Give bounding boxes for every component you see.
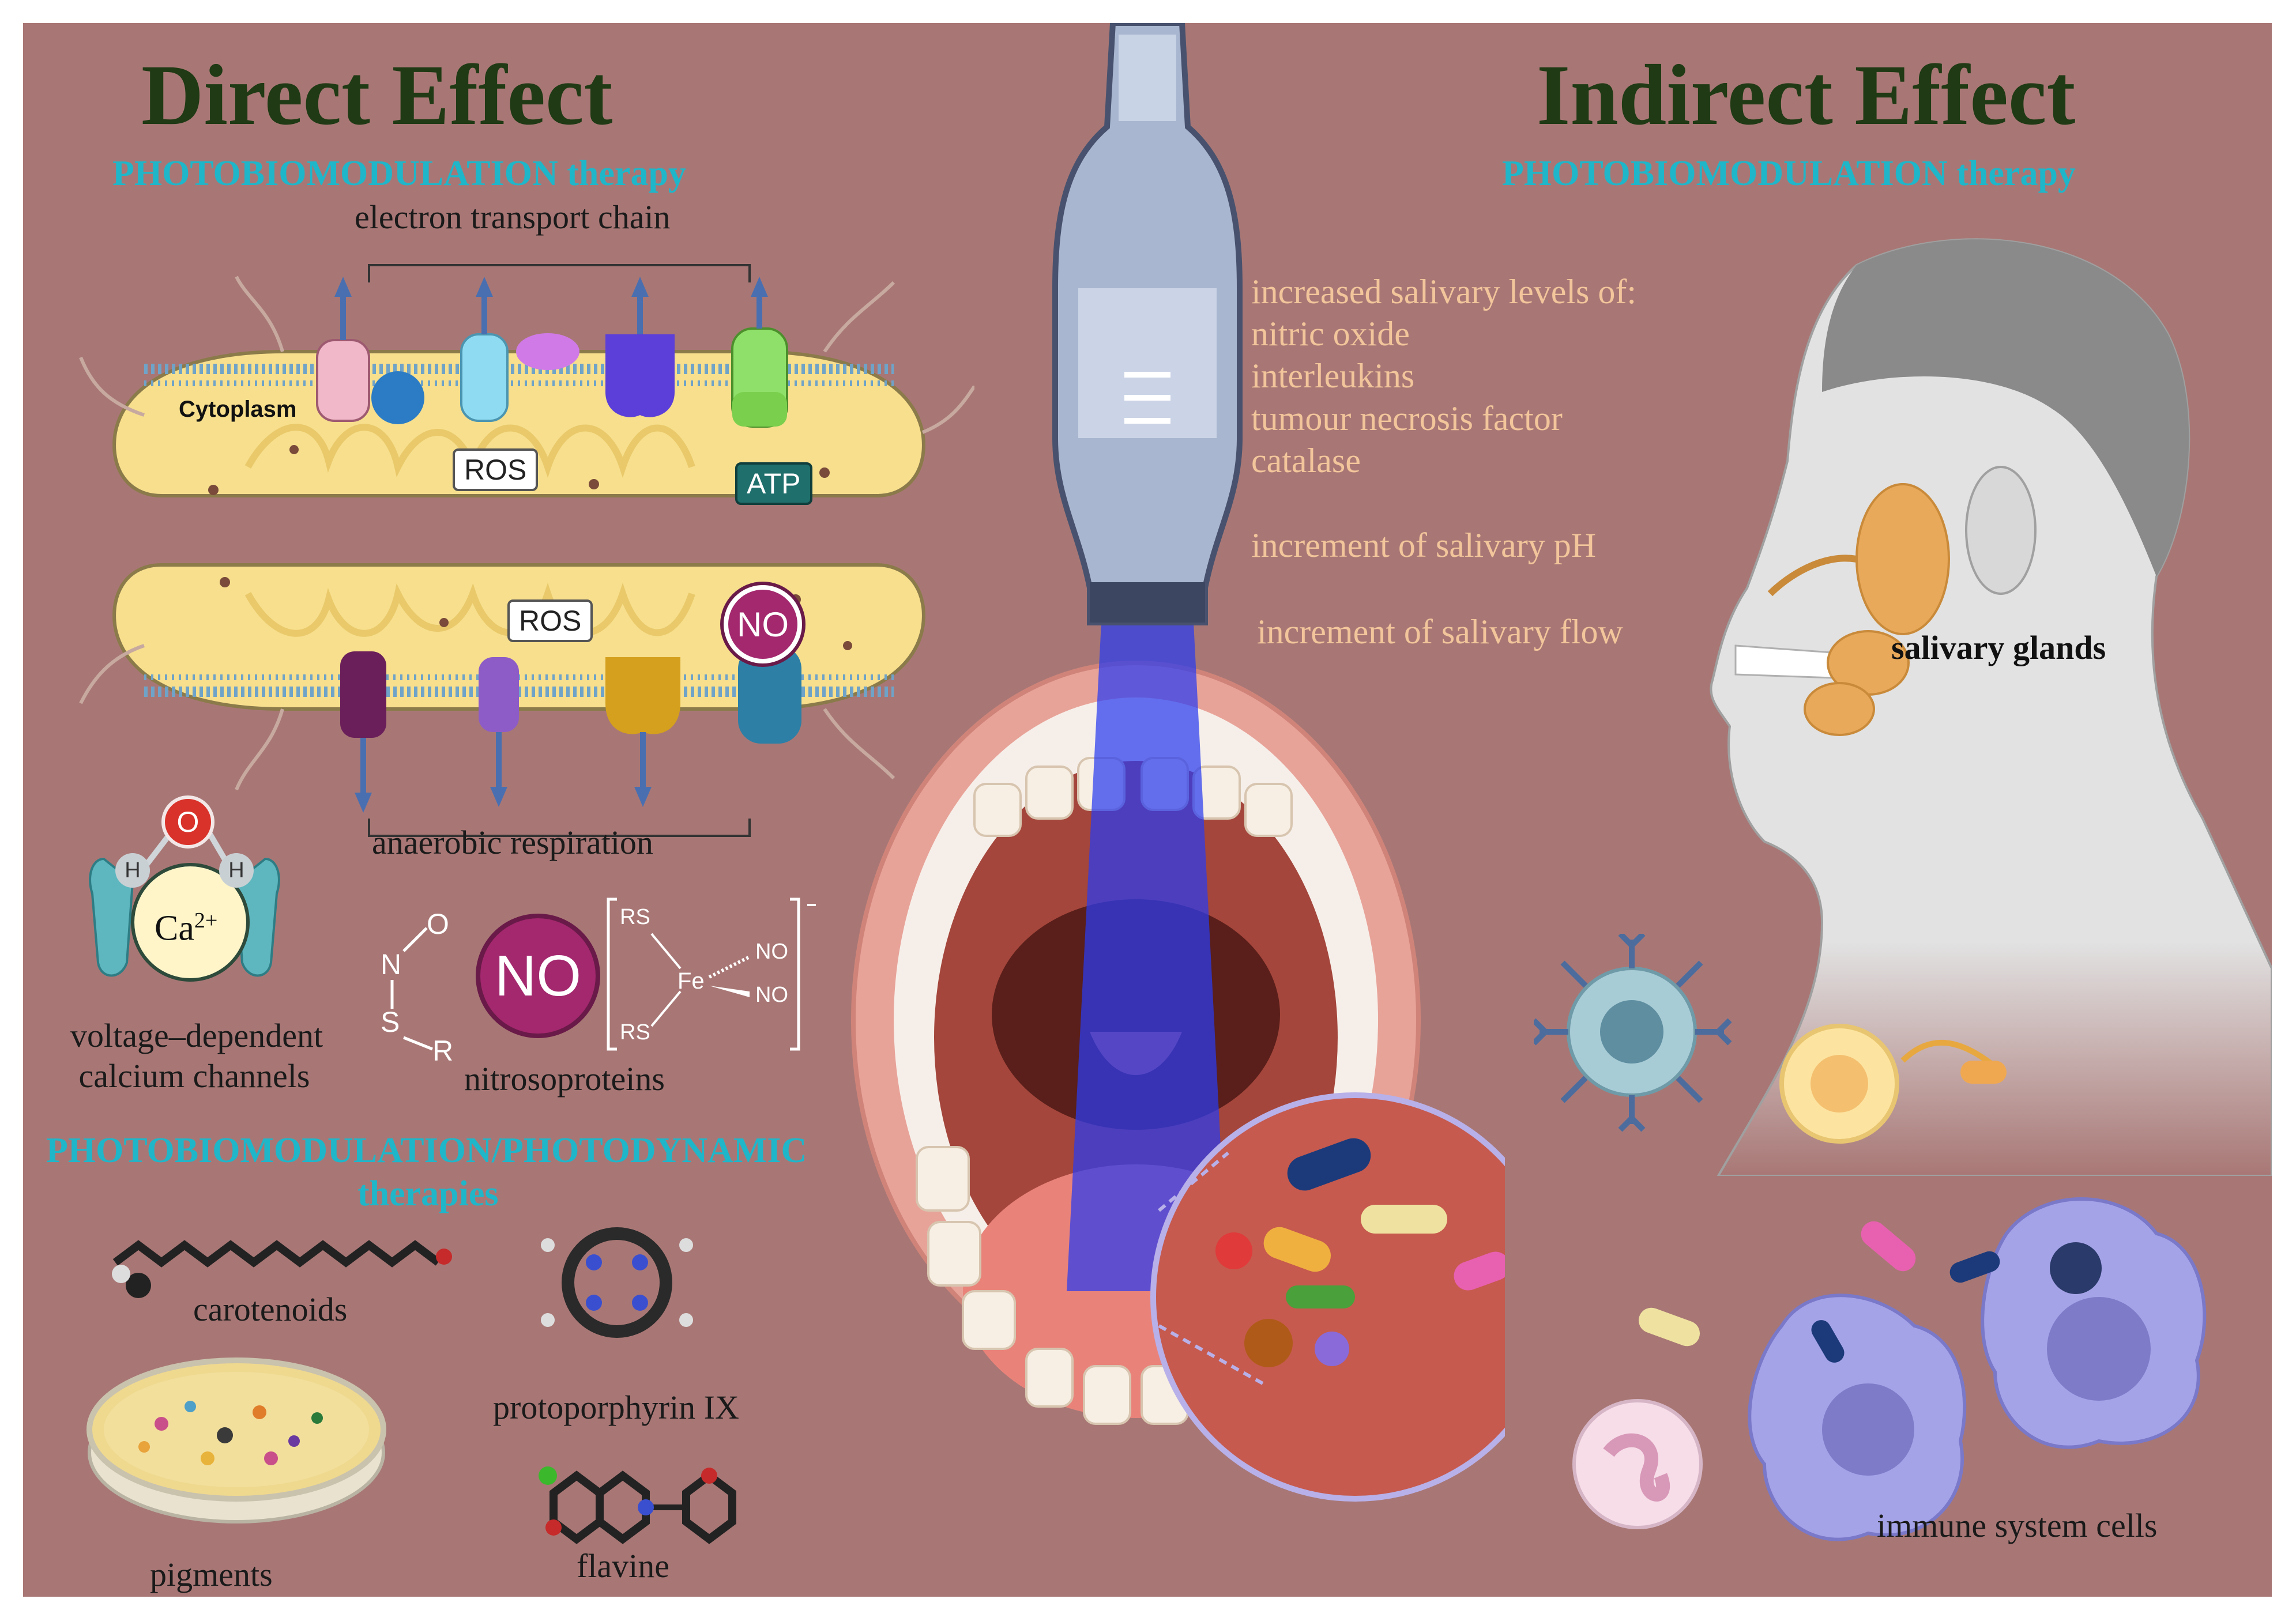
photodynamic-subtitle-line2: therapies <box>357 1174 499 1213</box>
nitrosoproteins-label: nitrosoproteins <box>464 1060 665 1098</box>
petri-dish-pigments <box>86 1357 386 1524</box>
calcium-ion-label: Ca2+ <box>155 908 218 948</box>
svg-text:S: S <box>381 1006 400 1038</box>
mouth-and-laser-device <box>851 23 1505 1502</box>
flavine-molecule <box>539 1466 736 1544</box>
immune-cells-illustration <box>1534 934 2207 1541</box>
calcium-channels-label: calcium channels <box>78 1057 310 1095</box>
human-head-profile <box>1710 238 2272 1176</box>
salivary-effects-list: increased salivary levels of: nitric oxi… <box>1251 271 1636 482</box>
voltage-dependent-label: voltage–dependent <box>70 1017 323 1054</box>
no-ligand-bottom: NO <box>755 983 788 1007</box>
no-ligand-top: NO <box>755 940 788 964</box>
atp-box: ATP <box>735 462 812 505</box>
rs-label-top: RS <box>620 905 650 929</box>
anaerobic-respiration-label: anaerobic respiration <box>372 824 653 861</box>
salivary-glands-label: salivary glands <box>1891 629 2106 666</box>
salivary-flow-label: increment of salivary flow <box>1257 613 1623 651</box>
photodynamic-subtitle-line1: PHOTOBIOMODULATION/PHOTODYNAMIC <box>46 1131 807 1170</box>
calcium-channel-illustration <box>89 828 280 982</box>
cytoplasm-label: Cytoplasm <box>179 397 297 422</box>
hydrogen-atom-right: H <box>219 853 254 888</box>
svg-text:N: N <box>381 948 401 981</box>
indirect-effect-title: Indirect Effect <box>1537 47 2076 143</box>
electron-transport-chain-label: electron transport chain <box>355 198 671 236</box>
effect-catalase: catalase <box>1251 441 1361 480</box>
fe-label: Fe <box>677 968 705 994</box>
carotenoids-label: carotenoids <box>193 1291 348 1328</box>
svg-text:O: O <box>427 908 449 940</box>
iron-nitrosyl-complex <box>607 897 816 1051</box>
salivary-ph-label: increment of salivary pH <box>1251 526 1597 564</box>
no-badge-large: NO <box>476 914 600 1038</box>
svg-text:R: R <box>432 1035 453 1067</box>
rs-label-bottom: RS <box>620 1020 650 1044</box>
effect-interleukins: interleukins <box>1251 357 1415 395</box>
protoporphyrin-label: protoporphyrin IX <box>493 1389 739 1426</box>
ros-box-upper: ROS <box>453 448 539 491</box>
effect-tnf: tumour necrosis factor <box>1251 399 1563 438</box>
immune-system-cells-label: immune system cells <box>1877 1507 2158 1544</box>
flavine-label: flavine <box>577 1547 670 1585</box>
carotenoid-molecule <box>112 1240 452 1298</box>
hydrogen-atom-left: H <box>115 853 150 888</box>
s-nitroso-structure: O N S R <box>381 908 453 1067</box>
no-badge-small: NO <box>724 585 802 663</box>
direct-photobiomodulation-subtitle: PHOTOBIOMODULATION therapy <box>112 154 686 193</box>
protoporphyrin-molecule <box>541 1227 693 1338</box>
effect-nitric-oxide: nitric oxide <box>1251 315 1410 353</box>
indirect-photobiomodulation-subtitle: PHOTOBIOMODULATION therapy <box>1502 154 2076 193</box>
ros-box-lower: ROS <box>507 599 593 642</box>
pigments-label: pigments <box>150 1556 273 1593</box>
oxygen-atom: O <box>161 795 214 849</box>
direct-effect-title: Direct Effect <box>141 47 613 143</box>
effect-increased-levels: increased salivary levels of: <box>1251 273 1637 311</box>
infographic-canvas: Direct Effect PHOTOBIOMODULATION therapy… <box>23 23 2272 1597</box>
